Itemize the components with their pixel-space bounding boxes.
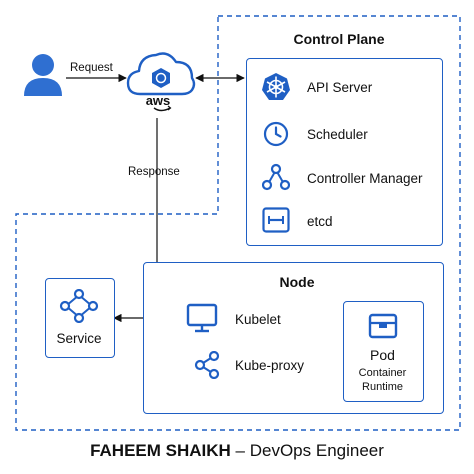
monitor-icon [186, 302, 218, 334]
controller-manager-label: Controller Manager [307, 171, 423, 186]
pod-runtime-label: Runtime [362, 381, 403, 393]
author-role: – DevOps Engineer [235, 441, 384, 460]
pod-box [343, 301, 424, 402]
service-network-icon [59, 288, 99, 324]
aws-label: aws [145, 93, 171, 108]
pod-title: Pod [370, 347, 395, 363]
control-plane-title: Control Plane [293, 31, 385, 47]
kubernetes-icon [261, 72, 291, 102]
control-plane-box [246, 58, 443, 246]
author-name: FAHEEM SHAIKH [90, 441, 231, 460]
request-label: Request [70, 62, 113, 74]
pod-container-label: Container [358, 367, 407, 379]
api-server-label: API Server [307, 80, 373, 95]
footer-credit: FAHEEM SHAIKH – DevOps Engineer [0, 441, 474, 461]
response-label: Response [128, 166, 180, 178]
etcd-label: etcd [307, 214, 333, 229]
kube-proxy-label: Kube-proxy [235, 358, 305, 373]
kubelet-label: Kubelet [235, 312, 281, 327]
service-label: Service [56, 331, 102, 346]
user-icon [22, 52, 64, 98]
network-icon [194, 350, 220, 380]
clock-icon [263, 121, 289, 147]
database-icon [262, 207, 290, 233]
control-plane-region [15, 15, 461, 431]
node-title: Node [279, 274, 315, 290]
scheduler-label: Scheduler [307, 127, 368, 142]
box-icon [368, 312, 398, 340]
cloud-icon [124, 44, 198, 116]
nodes-icon [261, 163, 291, 191]
